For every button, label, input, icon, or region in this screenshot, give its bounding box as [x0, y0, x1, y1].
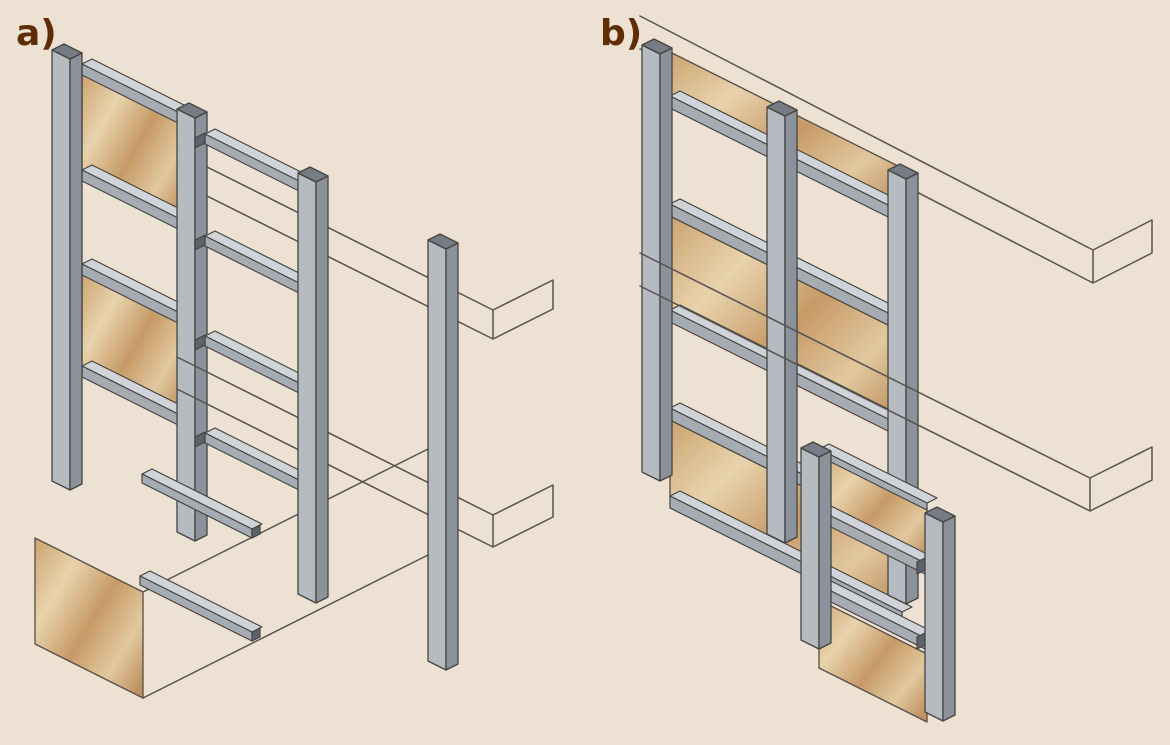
loose-rail: [139, 570, 263, 642]
stud-post: [766, 100, 798, 544]
stud-post: [51, 43, 83, 491]
diagram-b: [639, 15, 1153, 723]
label-a: a): [16, 13, 57, 54]
ceiling-beam-outline-a: [176, 151, 554, 340]
stud-post: [924, 506, 956, 722]
stud-post: [800, 441, 832, 650]
stud-post: [297, 166, 329, 604]
horizontal-rail: [818, 504, 936, 575]
horizontal-rail: [818, 443, 938, 511]
stud-post: [641, 38, 673, 482]
floor-lines-a: [142, 447, 431, 699]
stud-post: [427, 233, 459, 671]
label-b: b): [600, 13, 642, 54]
loose-rail: [141, 468, 263, 539]
horizontal-rail: [194, 230, 311, 295]
horizontal-rail: [194, 427, 311, 492]
horizontal-rail: [194, 330, 311, 395]
prefab-element: [800, 441, 956, 723]
floor-beam-outline-a: [176, 356, 554, 548]
horizontal-rail: [194, 128, 311, 193]
diagram-a: [34, 43, 554, 699]
floor-beam-outline-b: [639, 252, 1153, 512]
stud-post: [176, 102, 208, 542]
loose-panel: [34, 537, 144, 699]
